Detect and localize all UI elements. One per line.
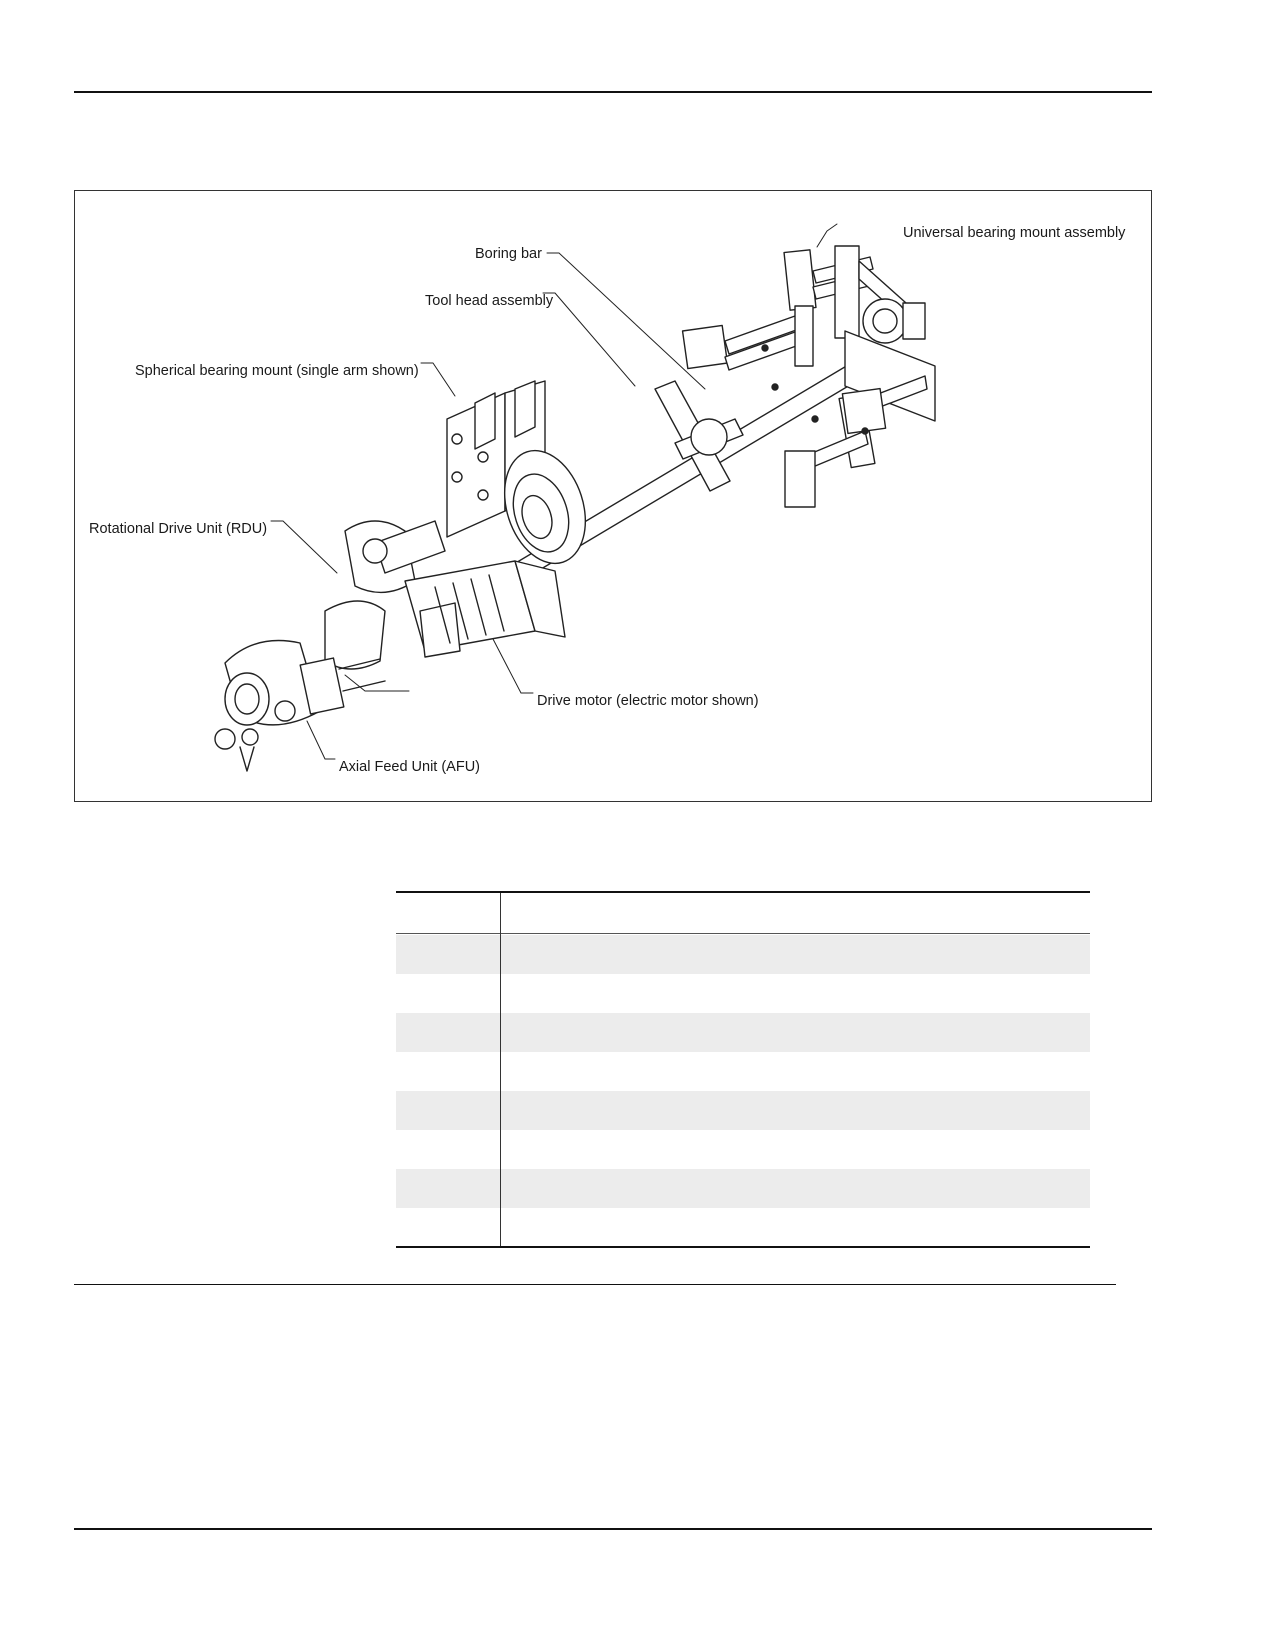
table-column-divider (500, 893, 501, 1247)
callout-afu: Axial Feed Unit (AFU) (339, 759, 481, 775)
drive-motor-drawing (404, 560, 566, 658)
machine-assembly-figure: Universal bearing mount assembly Boring … (74, 190, 1152, 802)
callout-universal-bearing-mount: Universal bearing mount assembly (903, 225, 1126, 241)
header-rule (74, 91, 1152, 93)
section-rule (74, 1284, 1116, 1285)
table-row (396, 1169, 1090, 1208)
table-header-rule (396, 933, 1090, 934)
rdu-drawing (324, 520, 446, 670)
callout-leaders (270, 223, 838, 760)
tool-head-drawing (654, 380, 744, 492)
table-row (396, 1091, 1090, 1130)
table-row (396, 935, 1090, 974)
parts-table (396, 935, 1090, 1246)
machine-illustration (214, 223, 936, 772)
footer-rule (74, 1528, 1152, 1530)
spherical-bearing-mount-drawing (446, 380, 587, 565)
callout-spherical-bearing-mount: Spherical bearing mount (single arm show… (135, 363, 419, 379)
table-top-rule (396, 891, 1090, 893)
afu-drawing (214, 639, 386, 772)
callout-boring-bar: Boring bar (475, 246, 542, 262)
callout-tool-head: Tool head assembly (425, 293, 554, 309)
universal-bearing-mount-drawing (681, 245, 936, 508)
table-bottom-rule (396, 1246, 1090, 1248)
callout-drive-motor: Drive motor (electric motor shown) (537, 693, 759, 709)
callout-rdu: Rotational Drive Unit (RDU) (89, 521, 268, 537)
table-row (396, 1013, 1090, 1052)
